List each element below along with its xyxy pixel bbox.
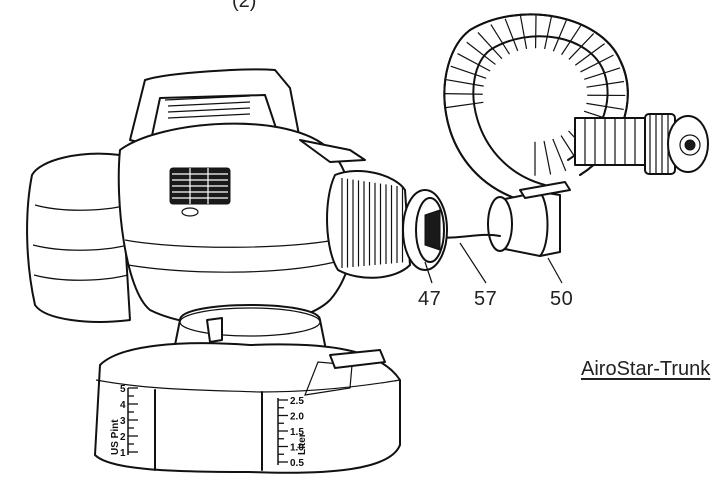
hose-rib (544, 141, 551, 174)
bellows-nozzle (327, 171, 447, 278)
hose-rib (505, 19, 518, 51)
liter-tick-label: 0.5 (290, 458, 304, 469)
hose-rib (446, 102, 484, 107)
hose-rib (553, 19, 566, 51)
flexible-hose (444, 14, 650, 200)
callout-50: 50 (550, 288, 573, 311)
pint-tick-label: 5 (120, 384, 126, 395)
top-fragment-label: (2) (232, 0, 256, 13)
hose-end-cap (645, 114, 708, 174)
pint-unit-label: US Pint (110, 419, 121, 455)
callout-57: 57 (474, 288, 497, 311)
hose-rib (553, 139, 566, 171)
hose-rib (545, 16, 552, 49)
pint-tick-label: 4 (120, 400, 126, 411)
liter-tick-label: 2.0 (290, 412, 304, 423)
hose-rib (520, 15, 526, 49)
callout-47: 47 (418, 288, 441, 311)
liter-unit-label: Liter (297, 433, 308, 455)
diagram-caption: AiroStar-Trunk (581, 358, 710, 381)
liter-tick-label: 2.5 (290, 396, 304, 407)
hose-rib (451, 66, 487, 78)
hose-coupling (488, 182, 570, 256)
hose-rib (446, 80, 483, 86)
hose-rib (445, 94, 483, 95)
fogger-body (27, 69, 365, 326)
hose-rib (587, 81, 624, 87)
